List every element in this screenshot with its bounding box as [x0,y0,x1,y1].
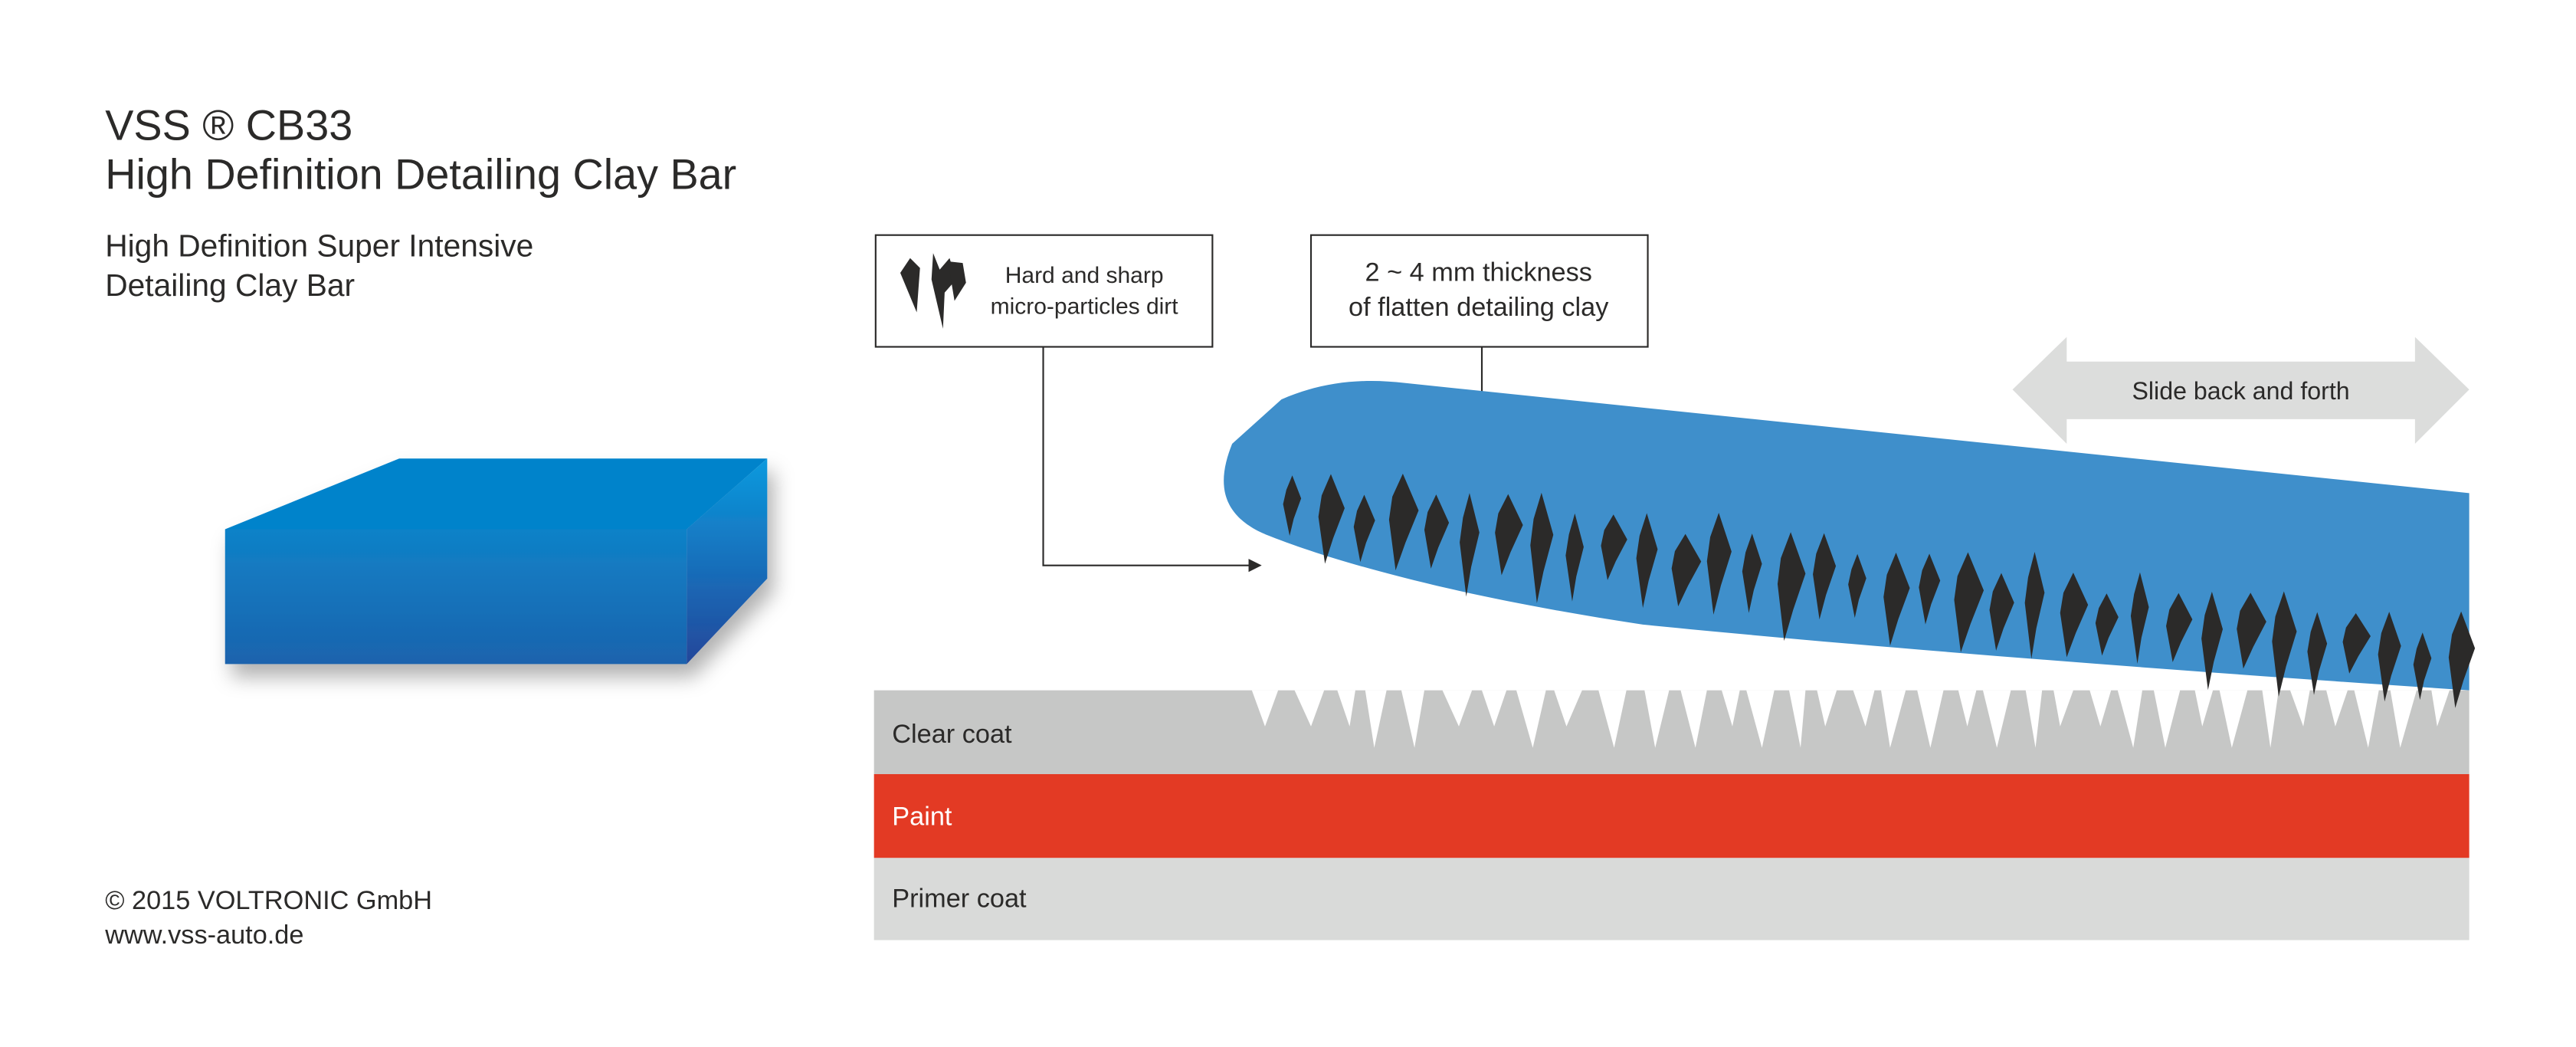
slide-arrow-label: Slide back and forth [2132,377,2349,405]
dirt-particle [1848,553,1866,619]
scratch-mark [2089,690,2112,727]
layer-label-primer-coat: Primer coat [892,885,1027,914]
dirt-particle [1460,493,1480,597]
dirt-particle [1388,473,1419,571]
layer-label-clear-coat: Clear coat [892,720,1012,749]
scratch-mark [2390,690,2417,748]
dirt-particle [1954,552,1984,653]
scratch-mark [2117,690,2142,748]
subtitle-line-2: Detailing Clay Bar [105,267,355,303]
scratch-mark [1401,690,1424,748]
layer-label-paint: Paint [892,802,952,831]
layer-paint: Paint [873,773,2469,858]
dirt-particle [1424,494,1450,569]
scratch-mark [1722,690,1740,727]
scratch-mark [1982,690,2011,748]
callout-dirt-line-1: Hard and sharp [1005,263,1164,288]
callout-dirt: Hard and sharp micro-particles dirt [874,234,1214,348]
dirt-particle [1777,532,1806,642]
title-line-1: VSS ® CB33 [105,101,352,149]
website-link[interactable]: www.vss-auto.de [104,921,303,950]
dirt-particles [1283,473,2476,708]
scratch-mark [1516,690,1546,748]
scratch-mark [2053,690,2073,727]
scratch-mark [1554,690,1582,727]
copyright: © 2015 VOLTRONIC GmbH [105,886,432,915]
dirt-particle [1636,513,1658,609]
dirt-particle [2130,572,2149,665]
dirt-particle [1601,514,1627,580]
dirt-particle [2413,632,2432,701]
scratch-mark [2025,690,2043,748]
scratch-mark [2262,690,2279,748]
dirt-particle [1353,494,1375,563]
dirt-particle [1742,533,1762,613]
scratch-mark [1442,690,1473,727]
scratch-mark [1337,690,1355,727]
dirt-particle [2060,573,2089,658]
scratch-mark [1598,690,1627,748]
scratch-mark [2354,690,2379,748]
dirt-particle-icon [900,253,966,329]
dirt-particle [2024,552,2045,659]
scratch-mark [1746,690,1775,748]
scratch-mark [2289,690,2310,727]
dirt-particle [1706,513,1732,615]
scratch-mark [1853,690,1875,727]
dirt-particle [1283,475,1302,537]
scratch-mark [1958,690,1977,727]
scratch-mark [1644,690,1670,748]
dirt-particle [1989,573,2014,651]
scratch-mark [1680,690,1707,748]
dirt-particle [2237,592,2266,669]
layer-clear-coat: Clear coat [873,690,2469,774]
flattened-clay [1224,380,2469,691]
scratch-mark [2431,690,2450,727]
clear-coat-scratches [1251,690,2450,748]
scratch-mark [1881,690,1906,748]
scratch-mark [1294,690,1325,727]
arrowhead-icon [1248,559,1262,573]
scratch-mark [1788,690,1806,748]
scratch-mark [1365,690,1387,748]
dirt-particle [2342,613,2371,674]
scratch-mark [2326,690,2348,727]
callout-thickness-line-1: 2 ~ 4 mm thickness [1365,258,1592,287]
scratch-mark [1251,690,1279,727]
clay-bar-block [224,458,768,665]
scratch-mark [1917,690,1944,748]
callout-thickness: 2 ~ 4 mm thickness of flatten detailing … [1309,234,1649,348]
dirt-particle [2166,592,2193,662]
dirt-particle [1495,494,1523,576]
dirt-particle [1883,552,1910,646]
layer-primer-coat: Primer coat [873,858,2469,940]
scratch-mark [2219,690,2248,748]
dirt-particle [2201,591,2224,691]
scratch-mark [2194,690,2214,727]
title-line-2: High Definition Detailing Clay Bar [105,151,736,199]
callout-thickness-line-2: of flatten detailing clay [1349,293,1609,322]
dirt-particle [1813,533,1837,620]
dirt-particle [1318,474,1345,564]
callout-dirt-leader [1042,346,1252,566]
dirt-particle [2378,612,2401,702]
scratch-mark [1817,690,1837,727]
dirt-particle [1919,553,1941,625]
slide-arrow: Slide back and forth [2012,336,2469,445]
subtitle-line-1: High Definition Super Intensive [105,228,533,264]
callout-dirt-line-2: micro-particles dirt [991,294,1179,320]
scratch-mark [1482,690,1507,727]
dirt-particle [2307,612,2328,695]
dirt-particle [2448,611,2476,708]
dirt-particle [1530,492,1554,603]
dirt-particle [1565,513,1584,602]
dirt-particle [2095,593,2119,656]
dirt-particle [1671,533,1702,607]
dirt-particle [2272,591,2297,697]
scratch-mark [2153,690,2181,748]
